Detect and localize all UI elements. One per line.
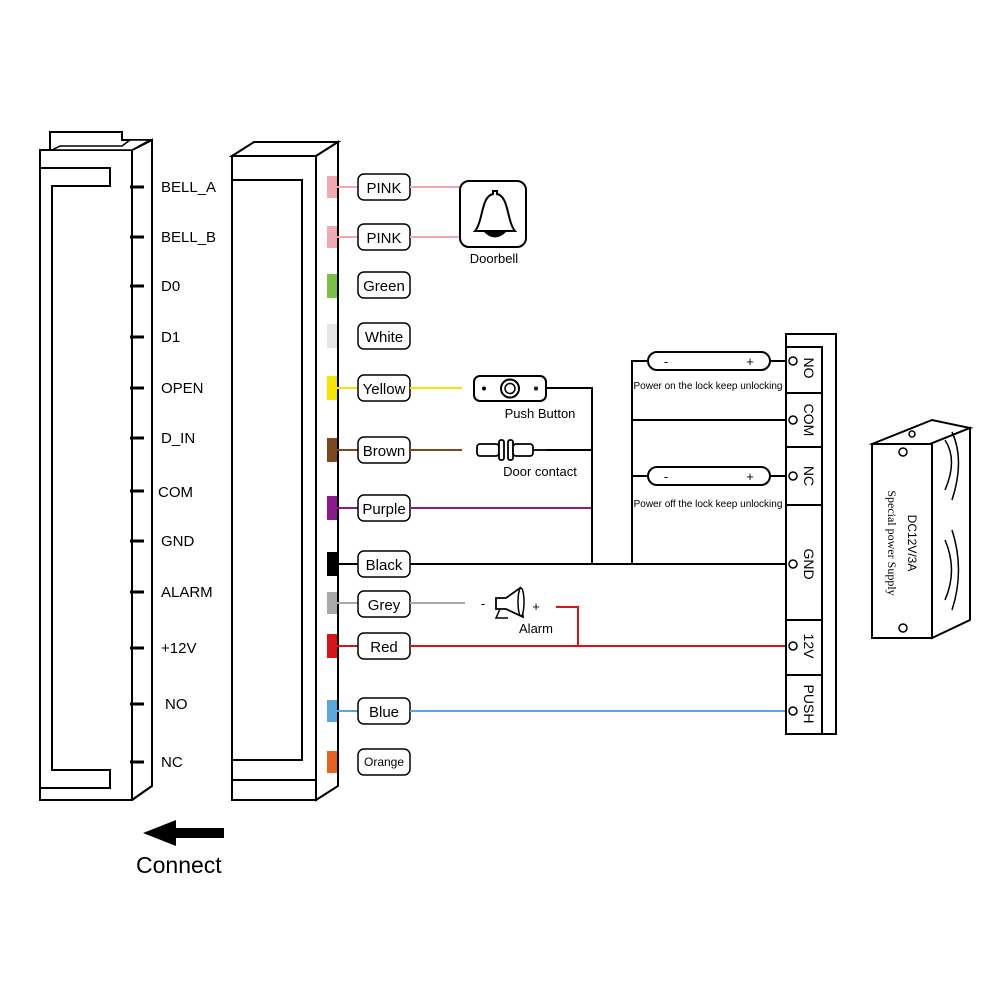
alarm-siren-icon (495, 586, 525, 619)
bell-clapper-icon (484, 232, 506, 238)
pin-label-alarm: ALARM (161, 584, 213, 601)
push-button: Push Button (473, 375, 576, 421)
lock-nc: - + Power off the lock keep unlocking (634, 466, 783, 510)
pin-label-d1: D1 (161, 329, 180, 346)
wire-push-button-gnd (545, 387, 593, 564)
terminal-block (785, 333, 837, 735)
wire-label-brown: Brown (363, 443, 406, 460)
door-contact-icon (498, 439, 505, 461)
lock-no-plus: + (746, 354, 754, 369)
alarm: - + Alarm (481, 586, 553, 636)
wire-label-white: White (365, 329, 403, 346)
lock-no-caption: Power on the lock keep unlocking (634, 381, 783, 392)
pin-label-nc: NC (161, 754, 183, 771)
door-contact-label: Door contact (503, 464, 577, 479)
long-wires (410, 186, 786, 712)
pin-label-bell-b: BELL_B (161, 229, 216, 246)
pin-label-d0: D0 (161, 278, 180, 295)
reader-pin-ticks (130, 185, 144, 764)
wire-lock-gnd (631, 360, 648, 564)
wire-label-red: Red (370, 639, 398, 656)
swatch-black (327, 552, 337, 576)
swatch-white (327, 324, 337, 348)
lock-nc-minus: - (664, 469, 668, 484)
pin-label-gnd: GND (161, 533, 195, 550)
connector-strip (228, 140, 342, 802)
pin-label-com: COM (158, 484, 193, 501)
alarm-plus-label: + (532, 599, 540, 614)
swatch-pink-2 (327, 226, 337, 248)
power-supply (868, 418, 974, 640)
doorbell-label: Doorbell (470, 251, 519, 266)
wire-label-purple: Purple (362, 501, 405, 518)
wire-label-pink-2: PINK (366, 230, 401, 247)
wire-label-black: Black (366, 557, 403, 574)
wire-label-green: Green (363, 278, 405, 295)
alarm-minus-label: - (481, 596, 485, 611)
alarm-label: Alarm (519, 621, 553, 636)
swatch-grey (327, 592, 337, 614)
wire-label-yellow: Yellow (363, 381, 406, 398)
swatch-pink-1 (327, 176, 337, 198)
swatch-green (327, 274, 337, 298)
swatch-yellow (327, 376, 337, 400)
wire-labels: PINK PINK Green White Yellow Brown Purpl… (362, 180, 405, 769)
wire-label-boxes (357, 173, 411, 776)
pin-label-12v: +12V (161, 640, 196, 657)
bell-icon (472, 190, 518, 232)
wire-label-pink-1: PINK (366, 180, 401, 197)
wire-alarm-plus (556, 606, 579, 646)
lock-no-icon (647, 351, 771, 371)
lock-nc-plus: + (746, 469, 754, 484)
reader-body (39, 131, 154, 801)
power-supply-labels: DC12V/3A Special power Supply (885, 490, 919, 595)
arrow-left-icon (143, 820, 224, 846)
terminal-label-nc: NC (801, 466, 817, 486)
psu-description: Special power Supply (885, 490, 899, 595)
connect-label: Connect (136, 852, 222, 878)
pin-label-bell-a: BELL_A (161, 179, 216, 196)
wire-label-grey: Grey (368, 597, 401, 614)
wire-label-blue: Blue (369, 704, 399, 721)
swatch-red (327, 634, 337, 658)
push-button-label: Push Button (505, 406, 576, 421)
swatch-orange (327, 751, 337, 773)
terminal-labels: NO COM NC GND 12V PUSH (801, 358, 817, 724)
connect-arrow: Connect (136, 820, 224, 878)
terminal-label-push: PUSH (801, 685, 817, 724)
pin-label-open: OPEN (161, 380, 204, 397)
swatch-blue (327, 700, 337, 722)
terminal-label-no: NO (801, 358, 817, 379)
wire-stubs (337, 186, 358, 712)
lock-nc-caption: Power off the lock keep unlocking (634, 499, 783, 510)
lock-nc-icon (647, 466, 771, 486)
psu-rating: DC12V/3A (905, 515, 919, 572)
lock-no-minus: - (664, 354, 668, 369)
pin-labels: BELL_A BELL_B D0 D1 OPEN D_IN COM GND AL… (158, 179, 216, 771)
swatch-brown (327, 438, 337, 462)
doorbell: Doorbell (459, 180, 527, 266)
door-contact: Door contact (476, 439, 577, 479)
wire-swatches (327, 176, 337, 773)
terminal-label-12v: 12V (801, 634, 817, 660)
pin-label-no: NO (165, 696, 188, 713)
swatch-purple (327, 496, 337, 520)
terminal-label-gnd: GND (801, 548, 817, 579)
pin-label-d-in: D_IN (161, 430, 195, 447)
wire-label-orange: Orange (364, 755, 404, 769)
lock-no: - + Power on the lock keep unlocking (634, 351, 783, 392)
terminal-label-com: COM (801, 404, 817, 437)
